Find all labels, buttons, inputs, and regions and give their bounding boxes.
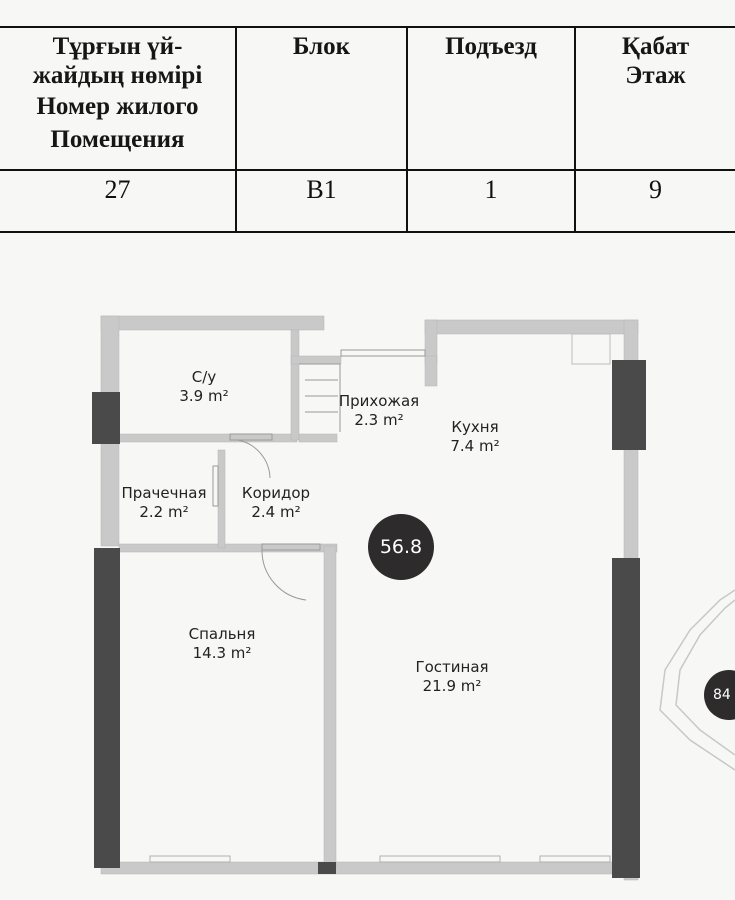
room-laundry: Прачечная 2.2 m² [122, 484, 207, 522]
room-area: 7.4 m² [450, 437, 500, 455]
header-room-number-line: Номер жилого [36, 93, 199, 120]
apartment-info-table: Тұрғын үй- жайдың нөмірі Номер жилого По… [0, 26, 735, 234]
value-room-number: 27 [104, 175, 131, 204]
table-border-bottom [0, 231, 735, 233]
table-col-divider [235, 26, 237, 233]
room-name: Спальня [188, 625, 256, 643]
header-floor-line: Этаж [625, 62, 686, 89]
room-area: 2.3 m² [354, 411, 404, 429]
header-floor-line: Қабат [621, 33, 690, 60]
room-name: Гостиная [415, 658, 489, 676]
room-area: 3.9 m² [179, 387, 229, 405]
room-area: 2.4 m² [251, 503, 301, 521]
room-bathroom: С/у 3.9 m² [179, 368, 228, 406]
header-floor: Қабат Этаж [576, 26, 735, 172]
table-col-divider [574, 26, 576, 233]
floor-plan: С/у 3.9 m² Прихожая 2.3 m² Кухня 7.4 m² … [0, 300, 735, 900]
room-name: Прихожая [338, 392, 420, 410]
header-block-label: Блок [292, 33, 351, 60]
header-room-number-line: Помещения [50, 126, 185, 153]
value-floor: 9 [649, 175, 662, 204]
room-area: 14.3 m² [192, 644, 252, 662]
room-corridor: Коридор 2.4 m² [242, 484, 310, 522]
room-name: Прачечная [121, 484, 207, 502]
header-room-number: Тұрғын үй- жайдың нөмірі Номер жилого По… [0, 26, 235, 172]
header-entrance-label: Подъезд [445, 33, 537, 60]
header-block: Блок [237, 26, 406, 172]
room-kitchen: Кухня 7.4 m² [450, 418, 499, 456]
room-name: Кухня [451, 418, 499, 436]
table-col-divider [406, 26, 408, 233]
header-entrance: Подъезд [408, 26, 574, 172]
room-living: Гостиная 21.9 m² [415, 658, 488, 696]
room-bedroom: Спальня 14.3 m² [189, 625, 256, 663]
room-name: С/у [191, 368, 217, 386]
room-area: 2.2 m² [139, 503, 189, 521]
header-room-number-line: Тұрғын үй- [52, 33, 183, 60]
floor-plan-drawing [92, 315, 735, 881]
value-block: B1 [306, 175, 337, 204]
room-area: 21.9 m² [422, 677, 482, 695]
value-entrance: 1 [484, 175, 498, 204]
total-area-badge: 56.8 [368, 514, 434, 580]
table-border-top [0, 26, 735, 28]
room-hallway: Прихожая 2.3 m² [339, 392, 419, 430]
table-divider [0, 169, 735, 171]
header-room-number-line: жайдың нөмірі [32, 62, 203, 89]
room-name: Коридор [241, 484, 311, 502]
